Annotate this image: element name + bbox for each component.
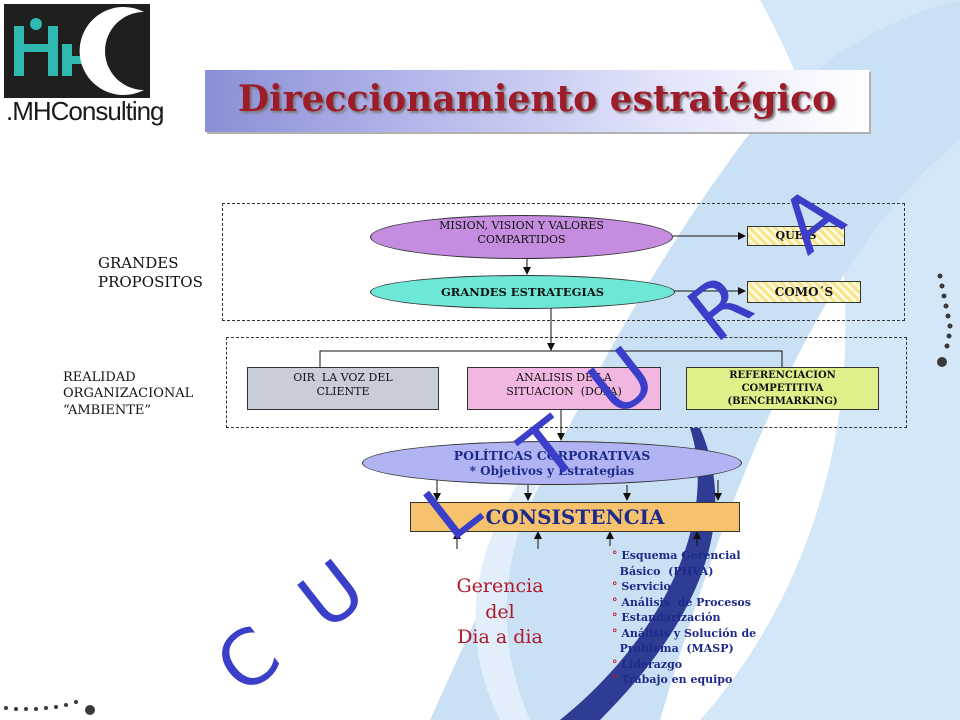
- label-realidad-organizacional: REALIDAD ORGANIZACIONAL “AMBIENTE”: [63, 370, 194, 418]
- tag-ques: QUE´S: [747, 226, 845, 246]
- node-analisis-situacion: ANALISIS DE LA SITUACION (DOFA): [467, 367, 661, 410]
- decorative-dots-right: [937, 273, 953, 367]
- title-bar: [205, 70, 869, 132]
- bullet-dot-icon: °: [612, 595, 622, 609]
- node-politicas-corporativas: POLÍTICAS CORPORATIVAS * Objetivos y Est…: [362, 441, 742, 485]
- node-consistencia: CONSISTENCIA: [410, 502, 740, 532]
- grandes-propositos-frame: [222, 203, 905, 321]
- list-item: ° Liderazgo: [612, 657, 683, 671]
- label-grandes-propositos: GRANDES PROPOSITOS: [98, 254, 203, 291]
- node-oir-cliente: OIR LA VOZ DEL CLIENTE: [247, 367, 439, 410]
- list-item: ° Análisis y Solución de Problema (MASP): [612, 626, 757, 656]
- bullet-dot-icon: °: [612, 626, 622, 640]
- politicas-subtitle: * Objetivos y Estrategias: [469, 464, 635, 479]
- bullet-dot-icon: °: [612, 611, 622, 624]
- list-item: ° Trabajo en equipo: [612, 673, 733, 686]
- bullet-dot-icon: °: [612, 549, 622, 562]
- bullet-dot-icon: °: [612, 657, 622, 671]
- list-item: ° Esquema Gerencial Básico (PHVA): [612, 549, 741, 578]
- list-item: ° Análisis de Procesos: [612, 595, 751, 609]
- bullet-list: ° Esquema Gerencial Básico (PHVA) ° Serv…: [612, 548, 756, 688]
- tag-comos: COMO´S: [747, 281, 861, 303]
- node-referenciacion: REFERENCIACION COMPETITIVA (BENCHMARKING…: [686, 367, 879, 410]
- logo-mark-icon: [4, 4, 150, 98]
- page-title: Direccionamiento estratégico: [237, 78, 837, 120]
- logo-wordmark: .MHConsulting: [6, 96, 165, 126]
- decorative-dots-bottom: [4, 700, 95, 715]
- bullet-dot-icon: °: [612, 580, 622, 593]
- logo: [4, 4, 150, 98]
- list-item: ° Estandarización: [612, 611, 721, 624]
- node-grandes-estrategias: GRANDES ESTRATEGIAS: [370, 275, 675, 309]
- bullet-dot-icon: °: [612, 673, 622, 686]
- politicas-title: POLÍTICAS CORPORATIVAS: [453, 448, 651, 463]
- node-mision-vision: MISION, VISION Y VALORES COMPARTIDOS: [370, 215, 673, 259]
- gerencia-dia-a-dia: Gerencia del Dia a dia: [456, 575, 544, 649]
- list-item: ° Servicio: [612, 580, 671, 593]
- realidad-organizacional-frame: [226, 337, 907, 428]
